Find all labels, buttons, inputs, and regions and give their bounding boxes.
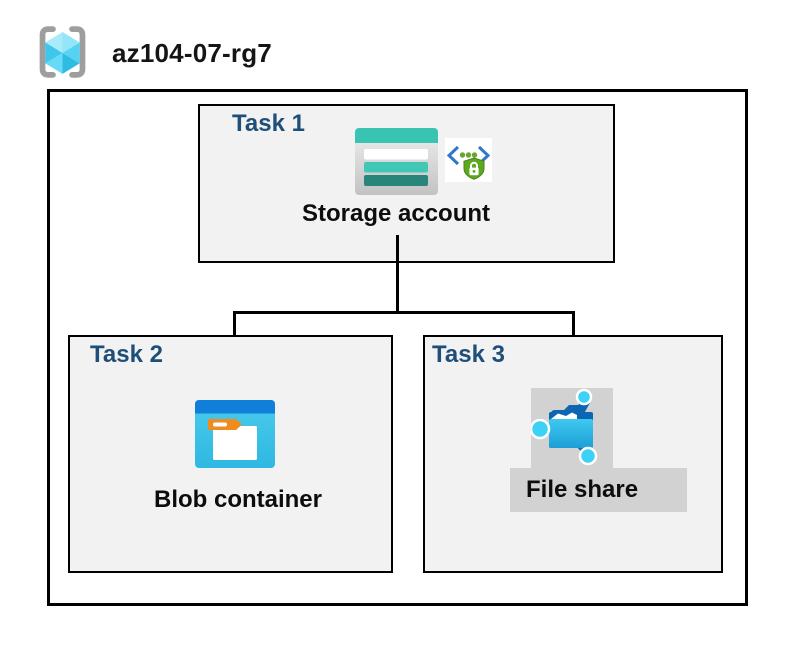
blob-container-icon xyxy=(195,400,275,468)
task2-label: Task 2 xyxy=(90,341,163,368)
shield-lock-glyph xyxy=(463,157,485,180)
file-share-label-plate: File share xyxy=(510,468,687,512)
cube-glyph xyxy=(45,32,80,74)
private-endpoint-icon xyxy=(445,138,492,182)
connector-storage-stem xyxy=(396,235,399,313)
resource-group-title: az104-07-rg7 xyxy=(112,38,272,68)
file-share-label: File share xyxy=(526,476,639,503)
storage-account-icon xyxy=(355,128,438,195)
storage-account-label: Storage account xyxy=(301,200,491,227)
blob-container-label: Blob container xyxy=(153,486,322,513)
connector-branch xyxy=(233,311,575,314)
task1-label: Task 1 xyxy=(232,110,305,137)
task3-label: Task 3 xyxy=(432,341,505,368)
resource-group-icon xyxy=(39,26,86,78)
file-share-icon xyxy=(531,388,598,466)
